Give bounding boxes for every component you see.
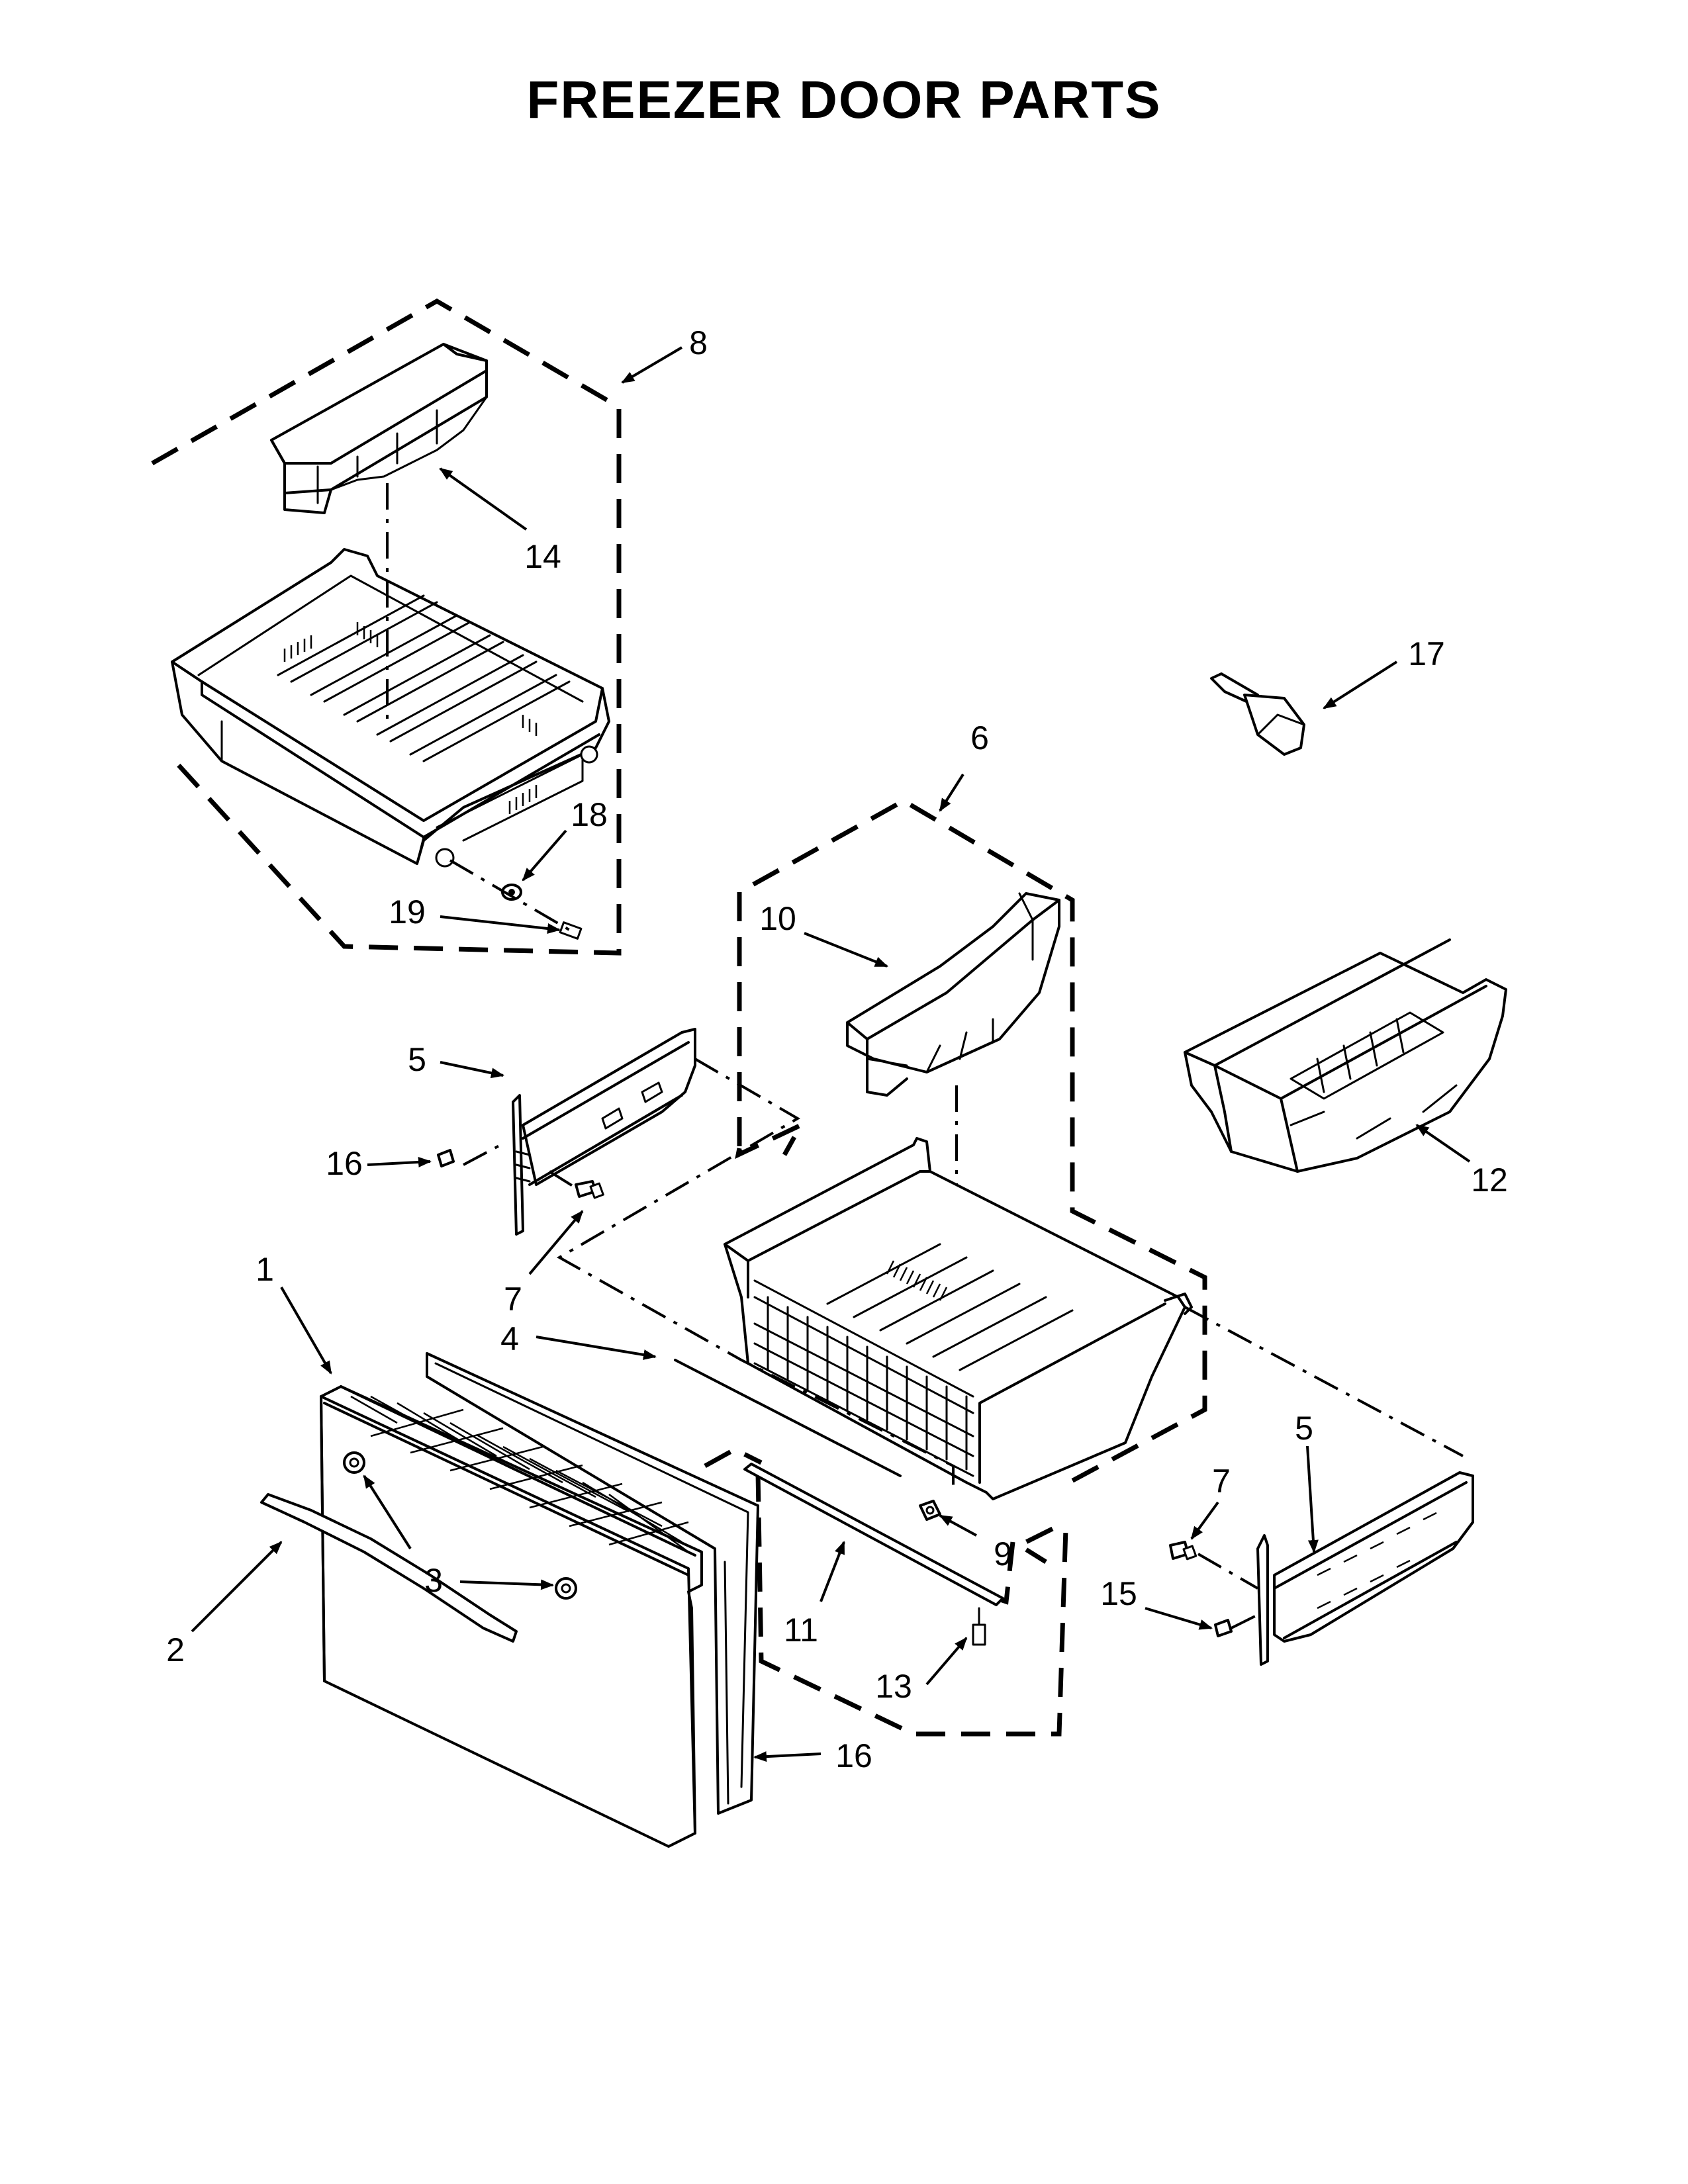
callout-leaders — [191, 346, 1471, 1762]
part-2-door-handle — [260, 1493, 518, 1643]
callout-13: 13 — [875, 1668, 912, 1705]
callout-16-gasket: 16 — [835, 1737, 872, 1774]
callout-16-left: 16 — [326, 1145, 363, 1182]
callout-17: 17 — [1408, 635, 1445, 672]
part-14-small-bin — [270, 343, 488, 514]
callout-5-left: 5 — [408, 1041, 426, 1078]
callout-10: 10 — [759, 900, 796, 937]
part-10-lower-small-bin — [846, 892, 1060, 1097]
callout-2: 2 — [166, 1631, 185, 1668]
callout-7-right: 7 — [1212, 1463, 1231, 1500]
part-5-right-slide-rail — [1256, 1471, 1474, 1666]
part-13-screw — [972, 1607, 986, 1646]
callout-1: 1 — [256, 1251, 274, 1288]
part-7-left-screw — [575, 1180, 604, 1199]
part-12-ice-bin — [1184, 938, 1507, 1173]
callout-11: 11 — [784, 1612, 818, 1649]
callout-7-left: 7 — [504, 1281, 522, 1318]
part-7-right-screw — [1169, 1541, 1197, 1561]
part-17-ice-scoop — [1210, 672, 1305, 756]
part-16-door-gasket — [426, 1352, 759, 1815]
callout-12: 12 — [1471, 1161, 1508, 1199]
callout-6: 6 — [970, 719, 989, 756]
callout-4: 4 — [500, 1320, 519, 1357]
part-16-left-clip — [437, 1149, 455, 1167]
part-19-screw — [449, 859, 583, 940]
callout-15: 15 — [1100, 1575, 1137, 1612]
page-title: FREEZER DOOR PARTS — [526, 70, 1161, 129]
callout-18: 18 — [571, 796, 608, 833]
upper-freezer-basket — [171, 548, 610, 868]
part-4-rod — [674, 1359, 902, 1477]
callout-19: 19 — [389, 893, 426, 931]
callout-14: 14 — [524, 538, 561, 575]
part-5-left-slide-rail — [512, 1028, 696, 1236]
part-9-bushing — [919, 1500, 941, 1521]
part-15-right-clip — [1214, 1619, 1233, 1637]
alignment-lines — [463, 1058, 1464, 1629]
callout-labels: 8 14 17 6 18 19 10 12 5 16 7 1 4 3 2 11 … — [166, 324, 1508, 1774]
callout-3: 3 — [424, 1562, 443, 1599]
upper-basket-assembly-outline — [151, 298, 622, 956]
callout-9: 9 — [994, 1535, 1012, 1572]
callout-5-right: 5 — [1295, 1410, 1313, 1447]
lower-freezer-basket — [724, 1137, 1193, 1500]
part-11-bar — [743, 1463, 1004, 1606]
callout-8: 8 — [689, 324, 708, 361]
part-1-freezer-door — [320, 1385, 703, 1848]
